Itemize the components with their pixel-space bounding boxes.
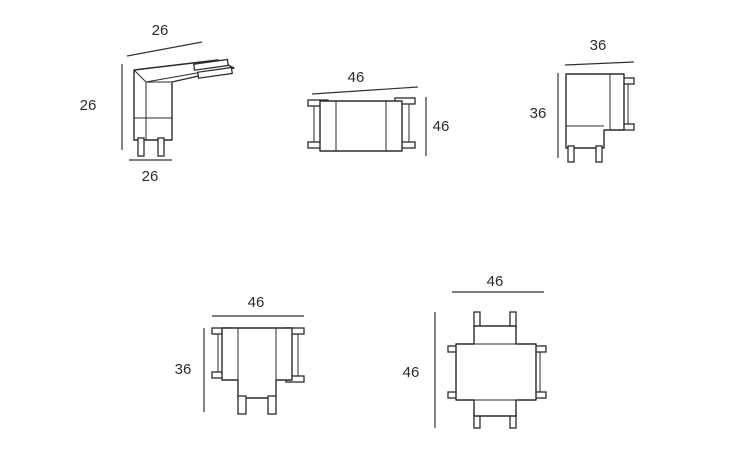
corner-pin-bottom bbox=[137, 137, 145, 157]
straight-connector: 46 46 bbox=[307, 69, 450, 156]
straight-body bbox=[319, 100, 403, 152]
x-body bbox=[455, 325, 537, 417]
corner-top-dim-line bbox=[126, 41, 203, 57]
x-cross-connector: 46 46 bbox=[403, 273, 547, 429]
l-top-dim-label: 36 bbox=[590, 37, 607, 54]
l-body bbox=[565, 73, 625, 149]
l-top-dim-line bbox=[564, 61, 635, 66]
corner-connector: 26 26 26 bbox=[80, 22, 235, 185]
t-side-dim-label: 36 bbox=[175, 361, 192, 378]
straight-side-dim-label: 46 bbox=[433, 118, 450, 135]
corner-side-dim-label: 26 bbox=[80, 97, 97, 114]
l-side-dim-label: 36 bbox=[530, 105, 547, 122]
corner-pin-top bbox=[193, 58, 229, 71]
corner-bottom-dim-label: 26 bbox=[142, 168, 159, 185]
t-junction-connector: 46 36 bbox=[175, 294, 305, 415]
t-top-dim-label: 46 bbox=[248, 294, 265, 311]
straight-top-dim-label: 46 bbox=[348, 69, 365, 86]
t-body bbox=[221, 327, 293, 399]
x-side-dim-label: 46 bbox=[403, 364, 420, 381]
corner-top-dim-label: 26 bbox=[152, 22, 169, 39]
x-top-dim-label: 46 bbox=[487, 273, 504, 290]
straight-top-dim-line bbox=[311, 86, 419, 95]
l-angle-connector: 36 36 bbox=[530, 37, 635, 163]
